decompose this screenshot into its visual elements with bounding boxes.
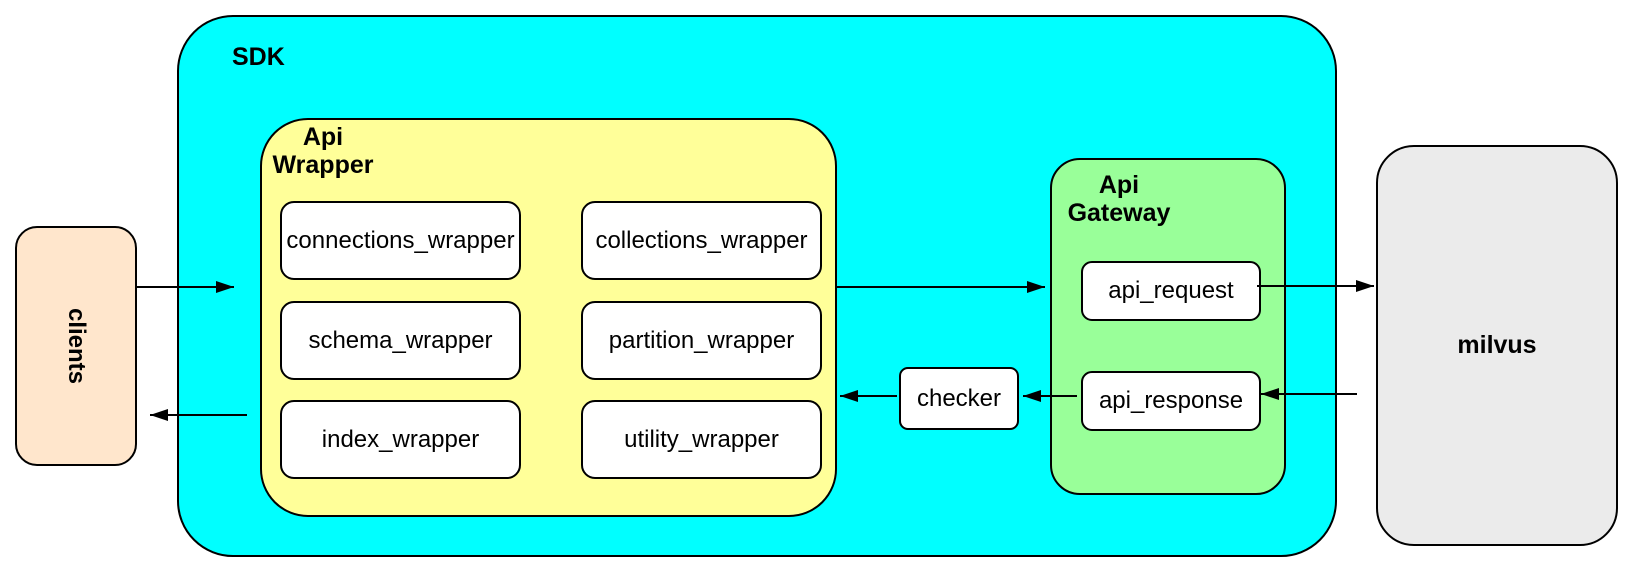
node-connections-wrapper: connections_wrapper xyxy=(280,201,521,280)
api-gateway-label: Api Gateway xyxy=(1067,171,1171,227)
node-partition-wrapper: partition_wrapper xyxy=(581,301,822,380)
sdk-container: SDK Api Wrapper connections_wrapper coll… xyxy=(177,15,1337,557)
node-label: partition_wrapper xyxy=(608,326,795,354)
node-schema-wrapper: schema_wrapper xyxy=(280,301,521,380)
node-api-response: api_response xyxy=(1081,371,1261,431)
node-label: connections_wrapper xyxy=(286,226,515,254)
node-label: checker xyxy=(916,384,1002,412)
node-label: schema_wrapper xyxy=(308,326,493,354)
node-label: index_wrapper xyxy=(321,425,480,453)
sdk-label: SDK xyxy=(232,43,285,71)
node-utility-wrapper: utility_wrapper xyxy=(581,400,822,479)
node-api-request: api_request xyxy=(1081,261,1261,321)
node-label: utility_wrapper xyxy=(624,425,779,453)
api-wrapper-label: Api Wrapper xyxy=(272,123,374,179)
node-index-wrapper: index_wrapper xyxy=(280,400,521,479)
node-label: api_response xyxy=(1098,387,1244,414)
milvus-box: milvus xyxy=(1376,145,1618,546)
api-gateway-container: Api Gateway api_request api_response xyxy=(1050,158,1286,495)
node-label: collections_wrapper xyxy=(595,226,808,254)
node-checker: checker xyxy=(899,367,1019,430)
node-collections-wrapper: collections_wrapper xyxy=(581,201,822,280)
milvus-label: milvus xyxy=(1457,331,1537,359)
api-wrapper-container: Api Wrapper connections_wrapper collecti… xyxy=(260,118,837,517)
clients-box: clients xyxy=(15,226,137,466)
node-label: api_request xyxy=(1108,277,1234,304)
clients-label: clients xyxy=(63,307,90,385)
